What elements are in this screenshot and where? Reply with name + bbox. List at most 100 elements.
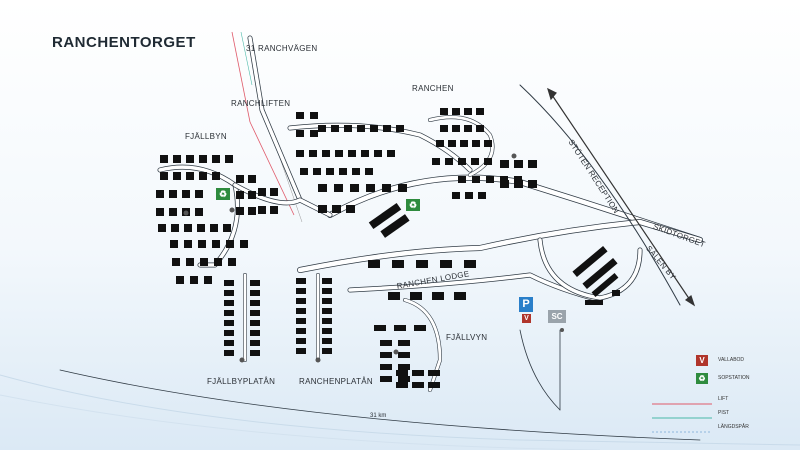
terrain-line — [0, 394, 601, 450]
building — [224, 280, 234, 286]
building — [250, 340, 260, 346]
map-title: RANCHENTORGET — [52, 34, 196, 51]
lift-station-dot — [183, 210, 189, 216]
building — [296, 298, 306, 304]
building — [195, 190, 203, 198]
building — [250, 280, 260, 286]
building — [396, 125, 404, 132]
valla-icon: V — [696, 355, 708, 366]
building — [335, 150, 343, 157]
building — [300, 168, 308, 175]
building — [476, 108, 484, 115]
building — [465, 192, 473, 199]
building — [350, 184, 359, 192]
building — [186, 258, 194, 266]
building — [398, 184, 407, 192]
building — [472, 140, 480, 147]
building — [184, 224, 192, 232]
building — [414, 325, 426, 331]
building — [258, 188, 266, 196]
building — [171, 224, 179, 232]
building — [394, 325, 406, 331]
building — [380, 340, 392, 346]
building — [210, 224, 218, 232]
building — [380, 352, 392, 358]
building — [412, 370, 424, 376]
building — [368, 260, 380, 268]
building — [380, 376, 392, 382]
building — [486, 176, 494, 183]
building — [452, 192, 460, 199]
building — [184, 240, 192, 248]
area-label-fjallvyn: FJÄLLVYN — [446, 333, 488, 342]
building — [514, 160, 523, 168]
building — [173, 172, 181, 180]
building — [176, 276, 184, 284]
legend-label: PIST — [718, 410, 730, 416]
arrow-icon — [547, 87, 696, 307]
building — [198, 240, 206, 248]
building — [416, 260, 428, 268]
building — [514, 180, 523, 188]
building — [392, 260, 404, 268]
building — [226, 240, 234, 248]
legend-label: LIFT — [718, 396, 729, 402]
lift-station-dot — [229, 207, 235, 213]
building — [396, 370, 408, 376]
building — [472, 176, 480, 183]
building — [478, 192, 486, 199]
building — [156, 208, 164, 216]
lift-station-dot — [239, 357, 245, 363]
building — [346, 205, 355, 213]
building — [160, 172, 168, 180]
building — [199, 172, 207, 180]
building — [428, 382, 440, 388]
building — [460, 140, 468, 147]
building — [344, 125, 352, 132]
building — [471, 158, 479, 165]
legend-label: LÄNGDSPÅR — [718, 424, 749, 430]
building — [214, 258, 222, 266]
building — [160, 155, 168, 163]
road-label-ranchen: RANCHEN — [412, 84, 454, 93]
lift-station-dot — [560, 328, 564, 332]
building — [380, 214, 410, 238]
recycle-icon: ♻ — [406, 199, 420, 211]
building — [236, 207, 244, 215]
building — [296, 112, 304, 119]
building — [224, 350, 234, 356]
building — [440, 125, 448, 132]
building — [322, 288, 332, 294]
building — [591, 273, 619, 297]
building — [357, 125, 365, 132]
building — [352, 168, 360, 175]
building — [296, 150, 304, 157]
building — [223, 224, 231, 232]
building — [309, 150, 317, 157]
building — [398, 352, 410, 358]
building — [484, 140, 492, 147]
building — [250, 290, 260, 296]
building — [436, 140, 444, 147]
building — [322, 318, 332, 324]
building — [296, 338, 306, 344]
building — [186, 172, 194, 180]
building — [270, 188, 278, 196]
lift-line — [249, 121, 295, 216]
building — [248, 175, 256, 183]
building — [398, 340, 410, 346]
building — [432, 158, 440, 165]
building — [322, 328, 332, 334]
lift-station-dot — [393, 349, 399, 355]
building — [500, 180, 509, 188]
building — [296, 308, 306, 314]
lift-station-dot — [315, 357, 321, 363]
lift-station-dot — [511, 153, 517, 159]
building — [585, 300, 603, 305]
building — [224, 310, 234, 316]
building — [322, 348, 332, 354]
building — [582, 257, 618, 290]
building — [382, 184, 391, 192]
building — [224, 320, 234, 326]
